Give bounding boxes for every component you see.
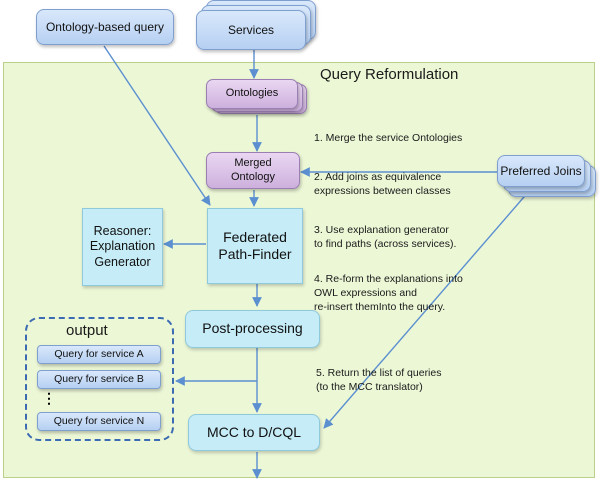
- region-title: Query Reformulation: [320, 66, 459, 83]
- services-label: Services: [227, 22, 274, 37]
- step-4-line-2: OWL expressions and: [314, 287, 417, 300]
- query-service-n: Query for service N: [37, 412, 161, 431]
- preferred-joins-node: Preferred Joins: [497, 155, 585, 187]
- query-service-b-label: Query for service B: [54, 372, 144, 385]
- query-service-a: Query for service A: [37, 345, 161, 364]
- reasoner-node: Reasoner: Explanation Generator: [82, 208, 163, 286]
- step-1-line-1: 1. Merge the service Ontologies: [314, 132, 463, 144]
- mcc-label: MCC to D/CQL: [206, 423, 302, 440]
- step-4-line-1: 4. Re-form the explanations into: [314, 273, 463, 285]
- step-2-line-2: expressions between classes: [314, 185, 451, 198]
- step-2-line-1: 2. Add joins as equivalence: [314, 171, 442, 183]
- ontologies-node: Ontologies: [206, 79, 298, 109]
- arrow-query-to-pathfinder: [103, 45, 211, 206]
- query-service-b: Query for service B: [37, 370, 161, 389]
- preferred-joins-label: Preferred Joins: [500, 163, 582, 178]
- output-ellipsis: ⋮: [42, 390, 56, 406]
- post-processing-node: Post-processing: [185, 310, 320, 348]
- merged-ontology-node: Merged Ontology: [206, 152, 300, 189]
- step-5-line-1: 5. Return the list of queries: [316, 367, 442, 379]
- reasoner-label: Reasoner: Explanation Generator: [89, 223, 156, 269]
- ontology-query-node: Ontology-based query: [36, 9, 174, 45]
- federated-path-finder-label: Federated Path-Finder: [218, 228, 292, 263]
- step-3: 3. Use explanation generator to find pat…: [314, 223, 456, 251]
- mcc-node: MCC to D/CQL: [188, 414, 320, 451]
- output-title: output: [66, 322, 108, 339]
- ontologies-label: Ontologies: [225, 87, 279, 100]
- step-4-line-3: re-insert themInto the query.: [314, 301, 446, 314]
- query-service-a-label: Query for service A: [54, 347, 144, 360]
- query-service-n-label: Query for service N: [53, 414, 145, 427]
- step-4: 4. Re-form the explanations into OWL exp…: [314, 272, 463, 315]
- output-group: [25, 317, 174, 441]
- merged-ontology-label: Merged Ontology: [230, 156, 276, 183]
- step-3-line-1: 3. Use explanation generator: [314, 224, 449, 236]
- ontology-query-label: Ontology-based query: [45, 19, 165, 34]
- step-5-line-2: (to the MCC translator): [316, 381, 423, 394]
- federated-path-finder-node: Federated Path-Finder: [207, 208, 303, 284]
- step-1: 1. Merge the service Ontologies: [314, 131, 462, 145]
- services-node: Services: [196, 10, 306, 50]
- step-5: 5. Return the list of queries (to the MC…: [316, 366, 441, 394]
- post-processing-label: Post-processing: [202, 320, 303, 337]
- step-2: 2. Add joins as equivalence expressions …: [314, 170, 451, 198]
- arrow-joins-to-mcc: [323, 189, 531, 429]
- step-3-line-2: to find paths (across services).: [314, 238, 457, 251]
